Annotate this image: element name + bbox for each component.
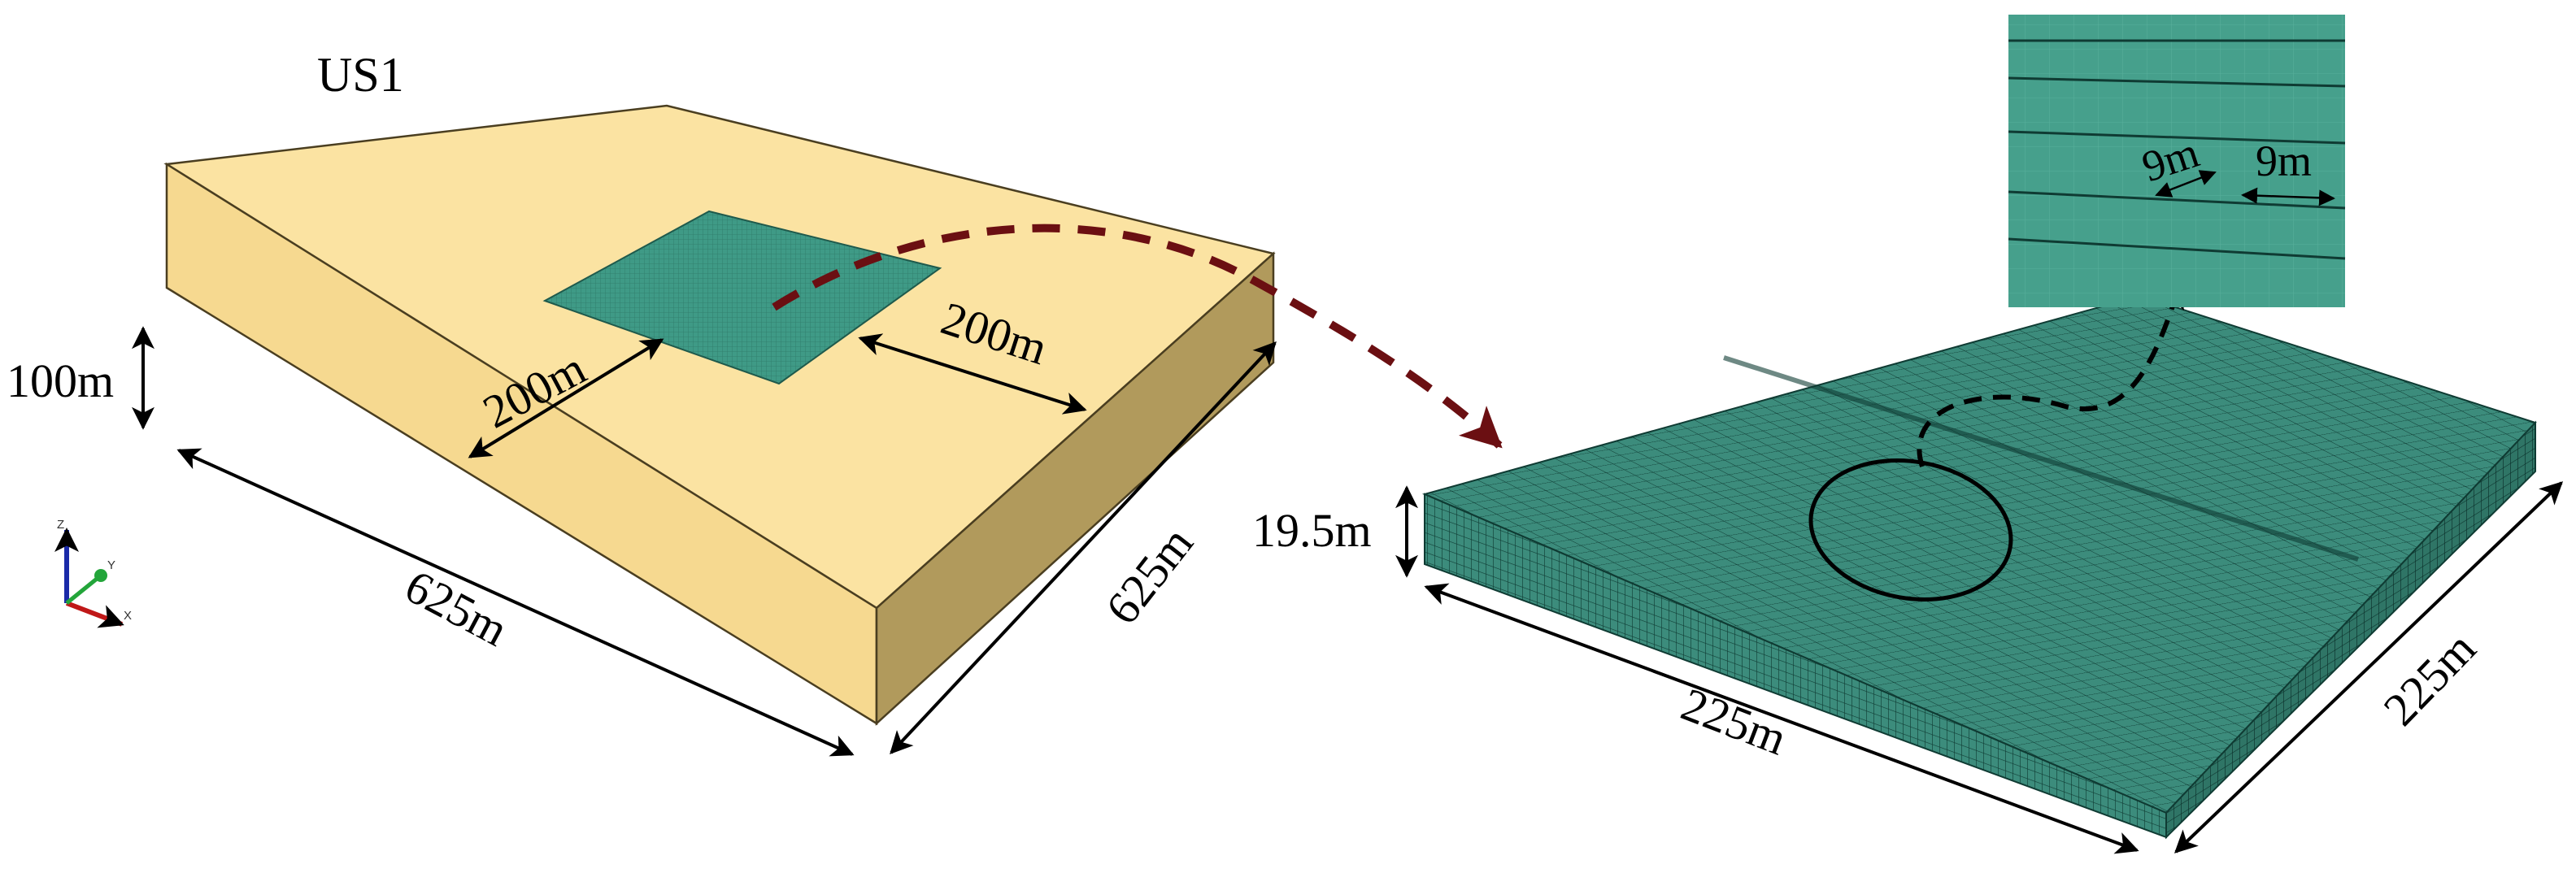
zoom-connector	[1917, 284, 2185, 467]
left-side-arrow	[890, 341, 1277, 755]
right-side-arrow	[2174, 481, 2564, 853]
inset-arrow-left	[2155, 170, 2217, 198]
y-axis-dot	[94, 569, 107, 582]
zoom-inset: 9m 9m	[2008, 15, 2346, 307]
right-model: 19.5m 225m 225m	[1252, 284, 2564, 854]
dashed-connector	[772, 224, 1503, 449]
left-inner-arrow-1	[468, 338, 664, 458]
left-front-arrow	[176, 448, 855, 757]
inset-label-right: 9m	[2256, 137, 2312, 185]
right-front-arrow	[1424, 583, 2139, 854]
inset-panel	[2008, 15, 2345, 307]
inset-layer-lines	[2008, 39, 2346, 260]
left-side-label: 625m	[1095, 517, 1203, 634]
y-axis-label: Y	[107, 558, 115, 572]
left-green-patch	[542, 210, 942, 385]
inset-arrow-right	[2241, 187, 2335, 206]
figure-title: US1	[317, 48, 404, 102]
left-model: 100m 200m 200m 625m 625m	[7, 104, 1277, 757]
z-axis-label: Z	[57, 518, 64, 532]
right-side-label: 225m	[2374, 622, 2487, 736]
left-depth-label: 100m	[7, 354, 114, 407]
x-axis	[65, 601, 124, 628]
x-axis-label: X	[124, 609, 132, 623]
y-axis	[65, 574, 102, 605]
right-depth-label: 19.5m	[1252, 504, 1372, 557]
axis-triad: Z Y X	[54, 518, 132, 628]
left-front-label: 625m	[397, 559, 516, 656]
